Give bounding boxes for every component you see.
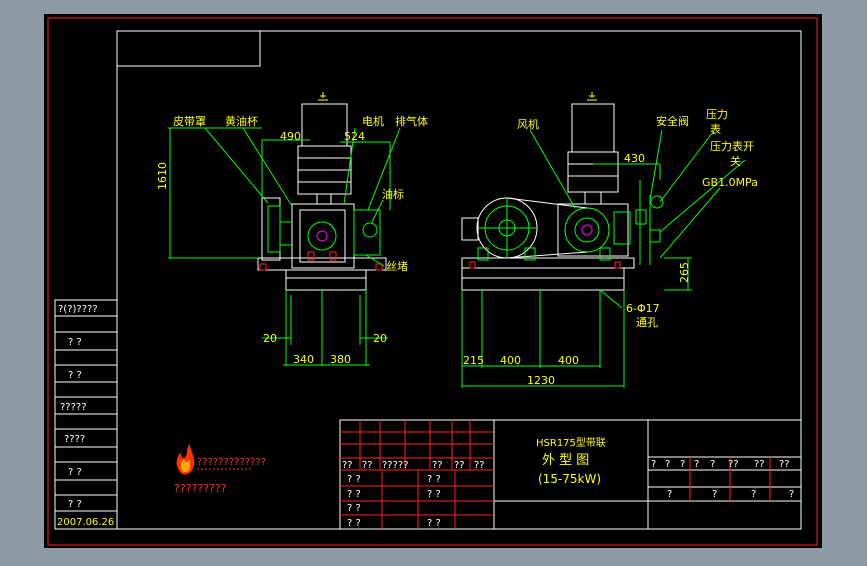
side-cell-1: ? ?	[68, 337, 82, 348]
title-model: HSR175型带联	[536, 436, 606, 449]
tb-row-d-0: ? ?	[347, 503, 361, 514]
dim-490: 490	[280, 130, 301, 143]
dim-400a: 400	[500, 354, 521, 367]
label-holes-1: 6-Φ17	[626, 302, 660, 315]
side-strip-text: ?(?)???? ? ? ? ? ????? ???? ? ? ? ? 2007…	[57, 304, 114, 528]
side-date: 2007.06.26	[57, 517, 114, 528]
dim-215: 215	[463, 354, 484, 367]
tb-row-c-1: ? ?	[427, 489, 441, 500]
tb-row-a-2: ?????	[382, 460, 409, 471]
label-blower: 风机	[517, 117, 539, 131]
tb-row-e-0: ? ?	[347, 518, 361, 529]
logo-line1: ?????????????	[197, 457, 266, 468]
label-motor: 电机	[362, 114, 384, 128]
tb-row-c-0: ? ?	[347, 489, 361, 500]
left-view-machine	[257, 92, 387, 291]
tb-row-e-1: ? ?	[427, 518, 441, 529]
dim-524: 524	[344, 130, 365, 143]
tb-row-a-4: ??	[454, 460, 465, 471]
title-drawing-name: 外 型 图	[542, 453, 589, 468]
tb-row-a-0: ??	[342, 460, 353, 471]
title-block	[339, 419, 802, 530]
tb-right-top-3: ?	[694, 459, 699, 470]
tb-row-b-0: ? ?	[347, 474, 361, 485]
tb-row-a-5: ??	[474, 460, 485, 471]
right-view-labels: 风机 安全阀 压力 表 压力表开 关 GB1.0MPa 6-Φ17 通孔 430…	[463, 108, 758, 387]
label-gb-spec: GB1.0MPa	[702, 176, 758, 189]
label-gauge-switch-1: 压力表开	[710, 139, 754, 153]
side-cell-3: ?????	[60, 402, 87, 413]
title-grid-left	[340, 420, 771, 529]
tb-right-bottom-2: ?	[751, 489, 756, 500]
dim-430: 430	[624, 152, 645, 165]
tb-right-top-6: ??	[754, 459, 765, 470]
side-cell-0: ?(?)????	[58, 304, 98, 315]
tb-right-top-7: ??	[779, 459, 790, 470]
label-pressure-gauge-1: 压力	[706, 108, 728, 121]
label-safety-valve: 安全阀	[656, 114, 689, 128]
title-block-text: HSR175型带联 外 型 图 (15-75kW) ?? ?? ????? ??…	[342, 436, 794, 529]
side-cell-2: ? ?	[68, 370, 82, 381]
dim-20-right: 20	[373, 332, 387, 345]
dim-380: 380	[330, 353, 351, 366]
tb-right-top-0: ?	[651, 459, 656, 470]
dim-1610: 1610	[156, 162, 169, 190]
tb-right-bottom-0: ?	[667, 489, 672, 500]
side-cell-4: ????	[64, 434, 85, 445]
right-view-dimensions	[461, 129, 746, 388]
tb-right-top-4: ?	[710, 459, 715, 470]
label-oil-cup: 黄油杯	[225, 114, 258, 128]
tb-right-bottom-1: ?	[712, 489, 717, 500]
label-exhaust-body: 排气体	[395, 114, 428, 128]
drawing-paper	[44, 14, 822, 548]
right-view-machine	[461, 92, 664, 291]
tb-right-top-1: ?	[665, 459, 670, 470]
tb-row-b-1: ? ?	[427, 474, 441, 485]
dim-340: 340	[293, 353, 314, 366]
label-pressure-gauge-2: 表	[710, 122, 721, 136]
dim-400b: 400	[558, 354, 579, 367]
dim-1230: 1230	[527, 374, 555, 387]
tb-right-top-2: ?	[680, 459, 685, 470]
left-view-dimensions	[168, 127, 401, 366]
label-holes-2: 通孔	[636, 316, 658, 329]
label-drain: 丝堵	[386, 259, 408, 273]
tb-row-a-1: ??	[362, 460, 373, 471]
dim-265: 265	[678, 262, 691, 283]
logo-line2: ?????????	[174, 482, 227, 495]
left-view-labels: 皮带罩 黄油杯 电机 排气体 油标 丝堵 490 524 1610 20 20 …	[156, 114, 428, 366]
title-power-range: (15-75kW)	[538, 472, 601, 486]
tb-right-top-5: ??	[728, 459, 739, 470]
flame-logo: ????????????? ?????????	[174, 444, 266, 495]
tb-row-a-3: ??	[432, 460, 443, 471]
label-belt-guard: 皮带罩	[173, 115, 206, 128]
tb-right-bottom-3: ?	[789, 489, 794, 500]
side-strip	[54, 299, 118, 530]
outer-frame	[47, 17, 818, 546]
side-cell-6: ? ?	[68, 499, 82, 510]
label-gauge-switch-2: 关	[730, 154, 741, 168]
reference-box	[116, 30, 261, 67]
side-cell-5: ? ?	[68, 467, 82, 478]
dim-20-left: 20	[263, 332, 277, 345]
label-oil-gauge: 油标	[382, 187, 404, 201]
